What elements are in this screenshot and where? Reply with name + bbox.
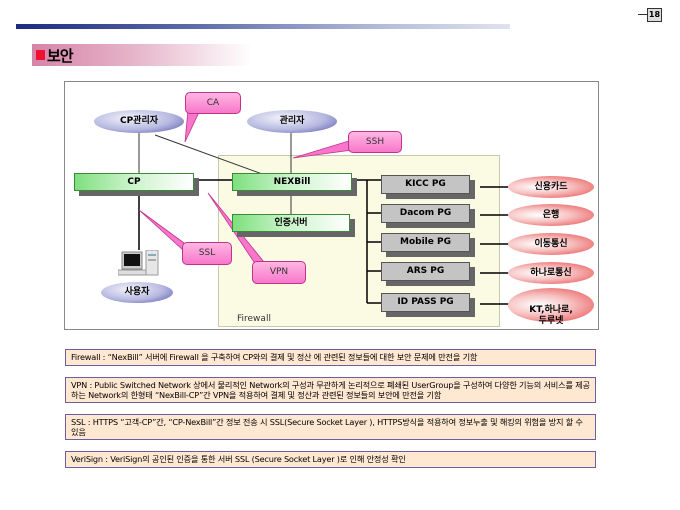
note-vpn: VPN : Public Switched Network 상에서 물리적인 N…: [65, 377, 596, 403]
note-ssl: SSL : HTTPS “고객-CP”간, “CP-NexBill”간 정보 전…: [65, 414, 596, 440]
target-label: 이동통신: [534, 239, 568, 249]
computer-icon: [118, 250, 159, 276]
ca-callout: CA: [185, 92, 241, 114]
target-bank: 은행: [508, 204, 594, 226]
cp-admin-ellipse: CP관리자: [94, 110, 184, 133]
user-label: 사용자: [124, 287, 150, 297]
ssl-callout: SSL: [182, 242, 232, 265]
line-cpadmin-nexbill: [154, 134, 266, 176]
nexbill-server-box: NEXBill: [232, 173, 352, 191]
section-title: 보안: [47, 47, 74, 65]
cp-server-box: CP: [74, 173, 194, 191]
user-ellipse: 사용자: [101, 282, 173, 303]
page-number-dash: [638, 14, 647, 15]
target-label: 신용카드: [534, 182, 568, 192]
vpn-label: VPN: [269, 267, 289, 277]
admin-ellipse: 관리자: [247, 110, 337, 133]
ca-callout-pointer: [184, 109, 201, 143]
pg-box-kicc: KICC PG: [381, 175, 470, 194]
ca-label: CA: [206, 98, 220, 108]
ssl-label: SSL: [198, 248, 216, 258]
section-title-band: [32, 44, 252, 66]
ssh-callout-pointer: [292, 139, 353, 159]
target-mobile-telecom: 이동통신: [508, 233, 594, 255]
header-gradient-bar: [16, 24, 510, 29]
pg-box-dacom: Dacom PG: [381, 204, 470, 223]
admin-label: 관리자: [279, 116, 305, 126]
pg-box-ars: ARS PG: [381, 262, 470, 281]
note-verisign: VeriSign : VeriSign의 공인된 인증을 통한 서버 SSL (…: [65, 451, 596, 468]
cp-admin-label: CP관리자: [119, 116, 159, 126]
target-label: 은행: [542, 210, 560, 220]
target-label: KT,하나로, 두루넷: [529, 305, 573, 326]
pg-box-idpass: ID PASS PG: [381, 293, 470, 312]
target-kt-hanaro-thrunet: KT,하나로, 두루넷: [508, 288, 594, 326]
target-label: 하나로통신: [530, 268, 572, 278]
vpn-callout: VPN: [252, 261, 306, 284]
target-hanaro-telecom: 하나로통신: [508, 262, 594, 284]
square-bullet-icon: [36, 50, 45, 60]
firewall-label: Firewall: [237, 314, 271, 324]
note-firewall: Firewall : “NexBill” 서버에 Firewall 을 구축하여…: [65, 349, 596, 366]
target-credit-card: 신용카드: [508, 176, 594, 198]
auth-server-box: 인증서버: [232, 214, 350, 232]
page-number: 18: [647, 8, 662, 22]
ssh-label: SSH: [365, 137, 385, 147]
ssh-callout: SSH: [348, 131, 402, 153]
pg-box-mobile: Mobile PG: [381, 233, 470, 252]
ssl-callout-pointer: [138, 209, 185, 252]
